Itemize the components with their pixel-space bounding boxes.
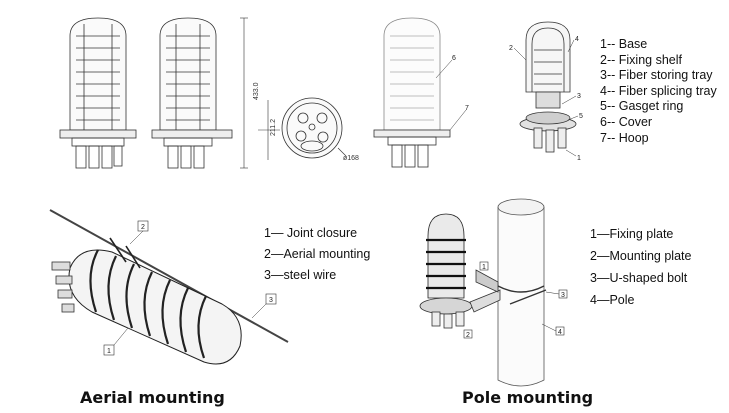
tag-side-6: 6 [452, 55, 456, 62]
legend-item: 3—U-shaped bolt [590, 271, 688, 285]
tag-iso-2: 2 [509, 45, 513, 52]
legend-item: 6-- Cover [600, 114, 653, 129]
tag-pole-3: 3 [561, 292, 565, 299]
tag-iso-1: 1 [577, 155, 581, 162]
pole-mounting-drawing [419, 198, 568, 387]
closure-bottom-view [258, 97, 347, 160]
pole-legend: 1—Fixing plate 2—Mounting plate 3—U-shap… [590, 223, 691, 311]
closure-front-view [59, 17, 137, 169]
tag-aerial-3: 3 [269, 297, 273, 304]
parts-legend: 1-- Base 2-- Fixing shelf 3-- Fiber stor… [600, 37, 717, 146]
aerial-mounting-drawing [49, 209, 289, 365]
tag-iso-3: 3 [577, 93, 581, 100]
tag-aerial-2: 2 [141, 224, 145, 231]
aerial-legend: 1— Joint closure 2—Aerial mounting 3—ste… [264, 223, 370, 286]
closure-side-view [151, 17, 248, 169]
dimension-base-height: 211.2 [270, 119, 277, 136]
legend-item: 2—Aerial mounting [264, 247, 371, 261]
pole-caption: Pole mounting [462, 388, 594, 407]
tag-pole-4: 4 [558, 329, 562, 336]
legend-item: 5-- Gasget ring [600, 99, 684, 114]
legend-item: 3-- Fiber storing tray [600, 68, 713, 83]
dimension-height: 433.0 [253, 82, 260, 100]
tag-side-7: 7 [465, 105, 469, 112]
closure-exploded-view [513, 21, 579, 157]
tag-aerial-1: 1 [107, 348, 111, 355]
legend-item: 7-- Hoop [600, 130, 649, 145]
tag-iso-4: 4 [575, 36, 579, 43]
legend-item: 4-- Fiber splicing tray [600, 83, 717, 98]
dimension-diameter: ø168 [343, 155, 359, 162]
legend-item: 1—Fixing plate [590, 227, 674, 241]
legend-item: 1-- Base [600, 37, 648, 51]
legend-item: 4—Pole [590, 293, 635, 307]
legend-item: 2-- Fixing shelf [600, 52, 682, 67]
legend-item: 1— Joint closure [264, 226, 358, 240]
legend-item: 2—Mounting plate [590, 249, 692, 263]
aerial-caption: Aerial mounting [80, 388, 225, 407]
tag-pole-1: 1 [482, 264, 486, 271]
legend-item: 3—steel wire [264, 268, 337, 282]
tag-pole-2: 2 [466, 332, 470, 339]
closure-cover-view [373, 17, 467, 168]
tag-iso-5: 5 [579, 113, 583, 120]
